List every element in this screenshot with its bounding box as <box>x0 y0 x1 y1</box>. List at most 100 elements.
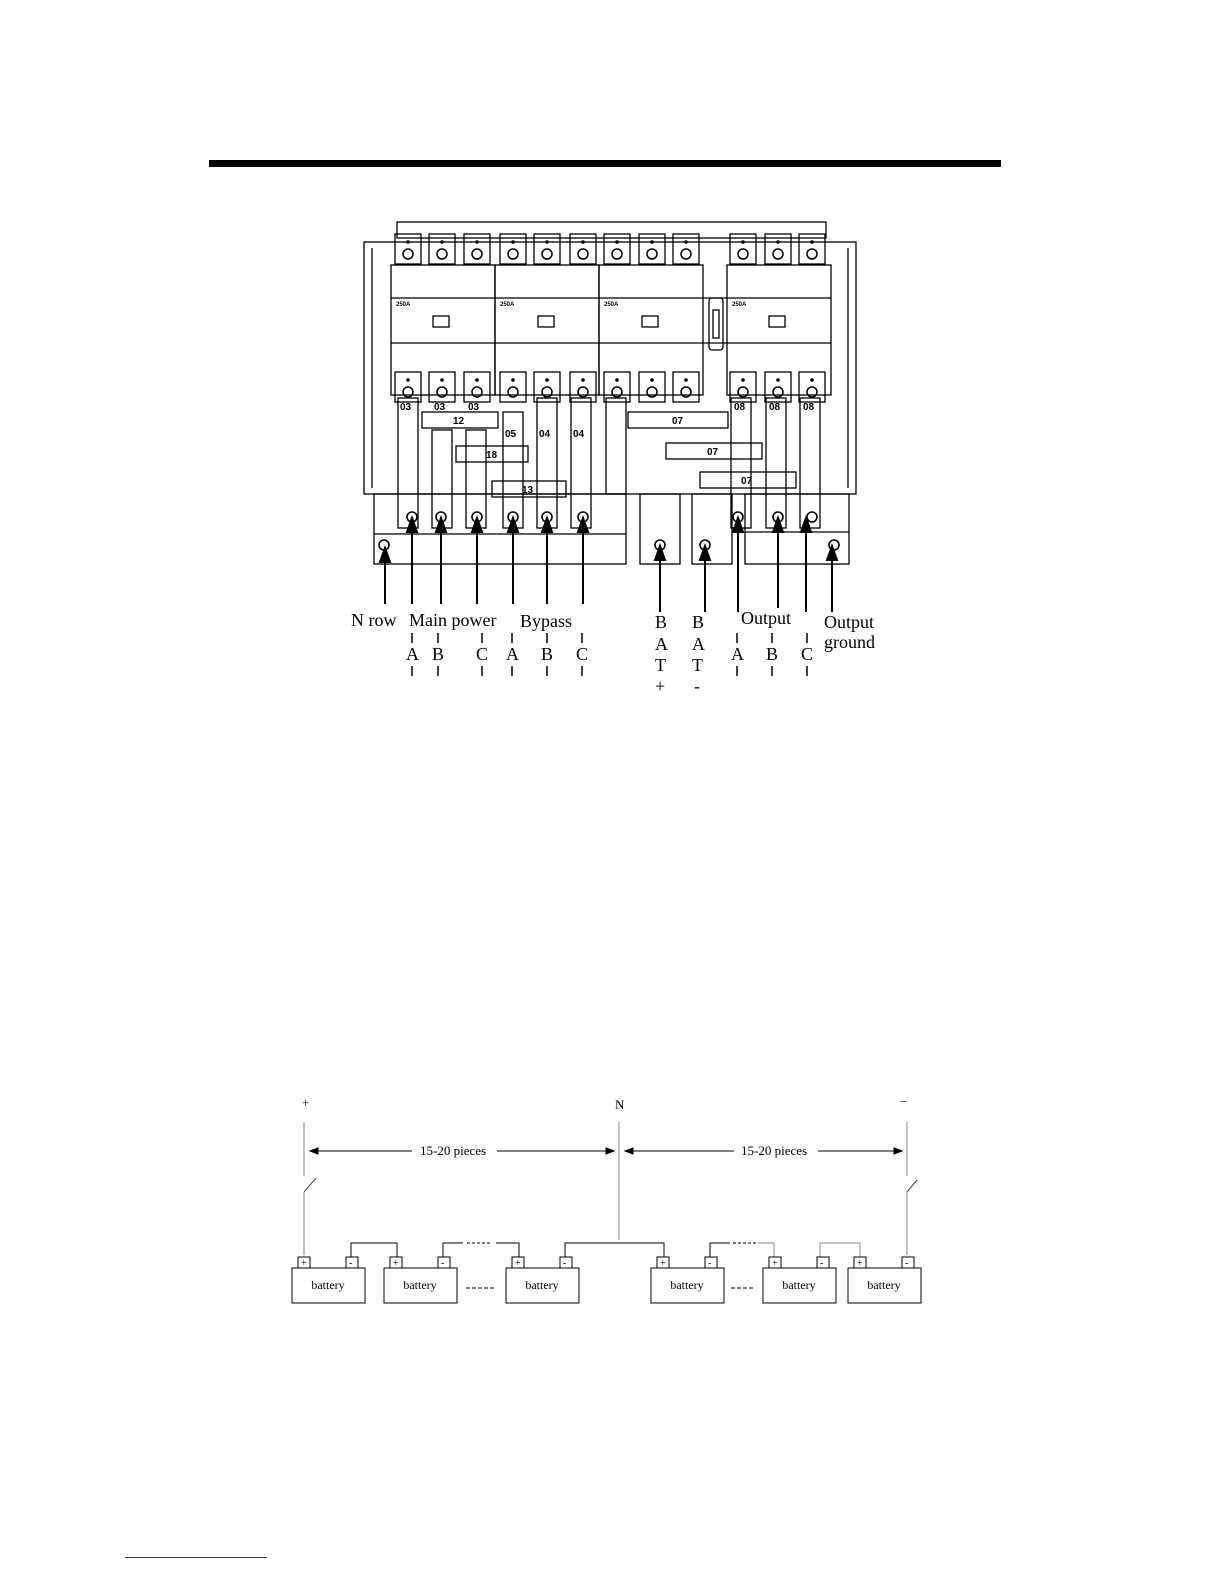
code-bat-07b: 07 <box>707 447 719 458</box>
battery: + -battery <box>384 1257 457 1303</box>
code-output-c: 08 <box>803 402 815 413</box>
bat-minus-post <box>692 494 732 564</box>
negative-post-mark: - <box>441 1258 444 1269</box>
label-n-row: N row <box>351 610 397 630</box>
neutral-link-wire <box>565 1243 664 1257</box>
negative-post-mark: - <box>820 1258 823 1269</box>
terminal-labels: N row Main power Bypass Output Output gr… <box>351 608 875 652</box>
busbar-bypass-b <box>537 398 557 528</box>
battery-label: battery <box>782 1278 815 1292</box>
right-span-label: 15-20 pieces <box>741 1143 807 1158</box>
code-bat-07c: 07 <box>741 476 753 487</box>
bottom-screw-terminal <box>673 372 699 402</box>
phase-bypass-c: C <box>576 644 588 664</box>
label-main-power: Main power <box>409 610 496 630</box>
battery-label: battery <box>670 1278 703 1292</box>
fuse-holder <box>709 298 723 350</box>
positive-switch <box>304 1178 316 1192</box>
battery-label: battery <box>867 1278 900 1292</box>
phase-bypass-a: A <box>506 644 519 664</box>
code-main-b: 03 <box>434 402 446 413</box>
battery: + -battery <box>763 1257 836 1303</box>
code-output-a: 08 <box>734 402 746 413</box>
code-bypass-a: 05 <box>505 429 517 440</box>
phase-output-a: A <box>731 644 744 664</box>
positive-post-mark: + <box>301 1258 307 1269</box>
bottom-screw-terminal <box>464 372 490 402</box>
code-link-13: 13 <box>522 485 534 496</box>
link-wire <box>351 1243 397 1257</box>
code-output-b: 08 <box>769 402 781 413</box>
label-output: Output <box>741 608 791 628</box>
battery-label: battery <box>525 1278 558 1292</box>
phase-main-a: A <box>406 644 419 664</box>
label-bypass: Bypass <box>520 611 572 631</box>
bottom-screw-terminal <box>500 372 526 402</box>
breaker-main <box>391 265 495 395</box>
busbar-main-a <box>398 398 418 528</box>
code-bypass-b: 04 <box>539 429 551 440</box>
breaker-rating-bypass: 250A <box>500 302 515 308</box>
positive-post-mark: + <box>515 1258 521 1269</box>
battery: + -battery <box>848 1257 921 1303</box>
busbar-lug <box>807 512 817 522</box>
cabinet-outline <box>364 242 856 494</box>
link-wire <box>496 1243 519 1257</box>
positive-terminal-label: + <box>302 1095 309 1110</box>
code-bat-07a: 07 <box>672 416 684 427</box>
battery-label: battery <box>311 1278 344 1292</box>
breaker-rating-main: 250A <box>396 302 411 308</box>
busbar-output-a <box>731 398 751 528</box>
fuse-element <box>713 310 719 338</box>
link-wire <box>758 1243 774 1257</box>
bottom-screw-terminal <box>429 372 455 402</box>
busbar-main-b <box>432 430 452 528</box>
negative-switch <box>907 1180 917 1192</box>
code-bypass-c: 04 <box>573 429 585 440</box>
bat-plus-letter-4: + <box>655 676 665 696</box>
battery: +-battery <box>651 1257 724 1303</box>
breaker-window <box>433 316 449 327</box>
bat-minus-letter-2: A <box>692 634 705 654</box>
phase-main-c: C <box>476 644 488 664</box>
screw-terminals <box>379 234 839 550</box>
code-main-a: 03 <box>400 402 412 413</box>
bat-minus-label: B A T - <box>692 612 705 696</box>
bat-minus-letter-4: - <box>694 676 700 696</box>
bat-plus-label: B A T + <box>655 612 668 696</box>
negative-terminal-label: − <box>900 1094 907 1109</box>
phase-letters: A B C A B C A B C <box>406 644 813 664</box>
neutral-terminal-label: N <box>615 1097 625 1112</box>
code-link-18: 18 <box>486 450 498 461</box>
left-span-label: 15-20 pieces <box>420 1143 486 1158</box>
breaker-ratings: 250A 250A 250A 250A <box>396 302 747 308</box>
negative-post-mark: - <box>708 1258 711 1269</box>
negative-post-mark: - <box>905 1258 908 1269</box>
label-output-ground-2: ground <box>824 632 875 652</box>
positive-post-mark: + <box>393 1258 399 1269</box>
positive-post-mark: + <box>772 1258 778 1269</box>
busbar-code-labels: 03 03 03 12 05 04 04 18 13 07 07 07 08 0… <box>400 402 815 496</box>
breaker-rating-output: 250A <box>732 302 747 308</box>
bat-minus-letter-1: B <box>692 612 704 632</box>
negative-post-mark: - <box>349 1258 352 1269</box>
phase-ticks <box>412 633 807 676</box>
link-wire <box>820 1243 860 1257</box>
breaker-output <box>727 265 831 395</box>
bat-plus-letter-3: T <box>655 655 666 675</box>
code-link-12: 12 <box>453 416 465 427</box>
breaker-rating-battery: 250A <box>604 302 619 308</box>
battery-label: battery <box>403 1278 436 1292</box>
positive-post-mark: + <box>857 1258 863 1269</box>
busbar-bat <box>606 398 626 494</box>
phase-main-b: B <box>432 644 444 664</box>
battery: + -battery <box>506 1257 579 1303</box>
bottom-screw-terminal <box>639 372 665 402</box>
breaker-window <box>642 316 658 327</box>
negative-post-mark: - <box>563 1258 566 1269</box>
phase-output-c: C <box>801 644 813 664</box>
busbar-main-c <box>466 430 486 528</box>
phase-output-b: B <box>766 644 778 664</box>
phase-bypass-b: B <box>541 644 553 664</box>
